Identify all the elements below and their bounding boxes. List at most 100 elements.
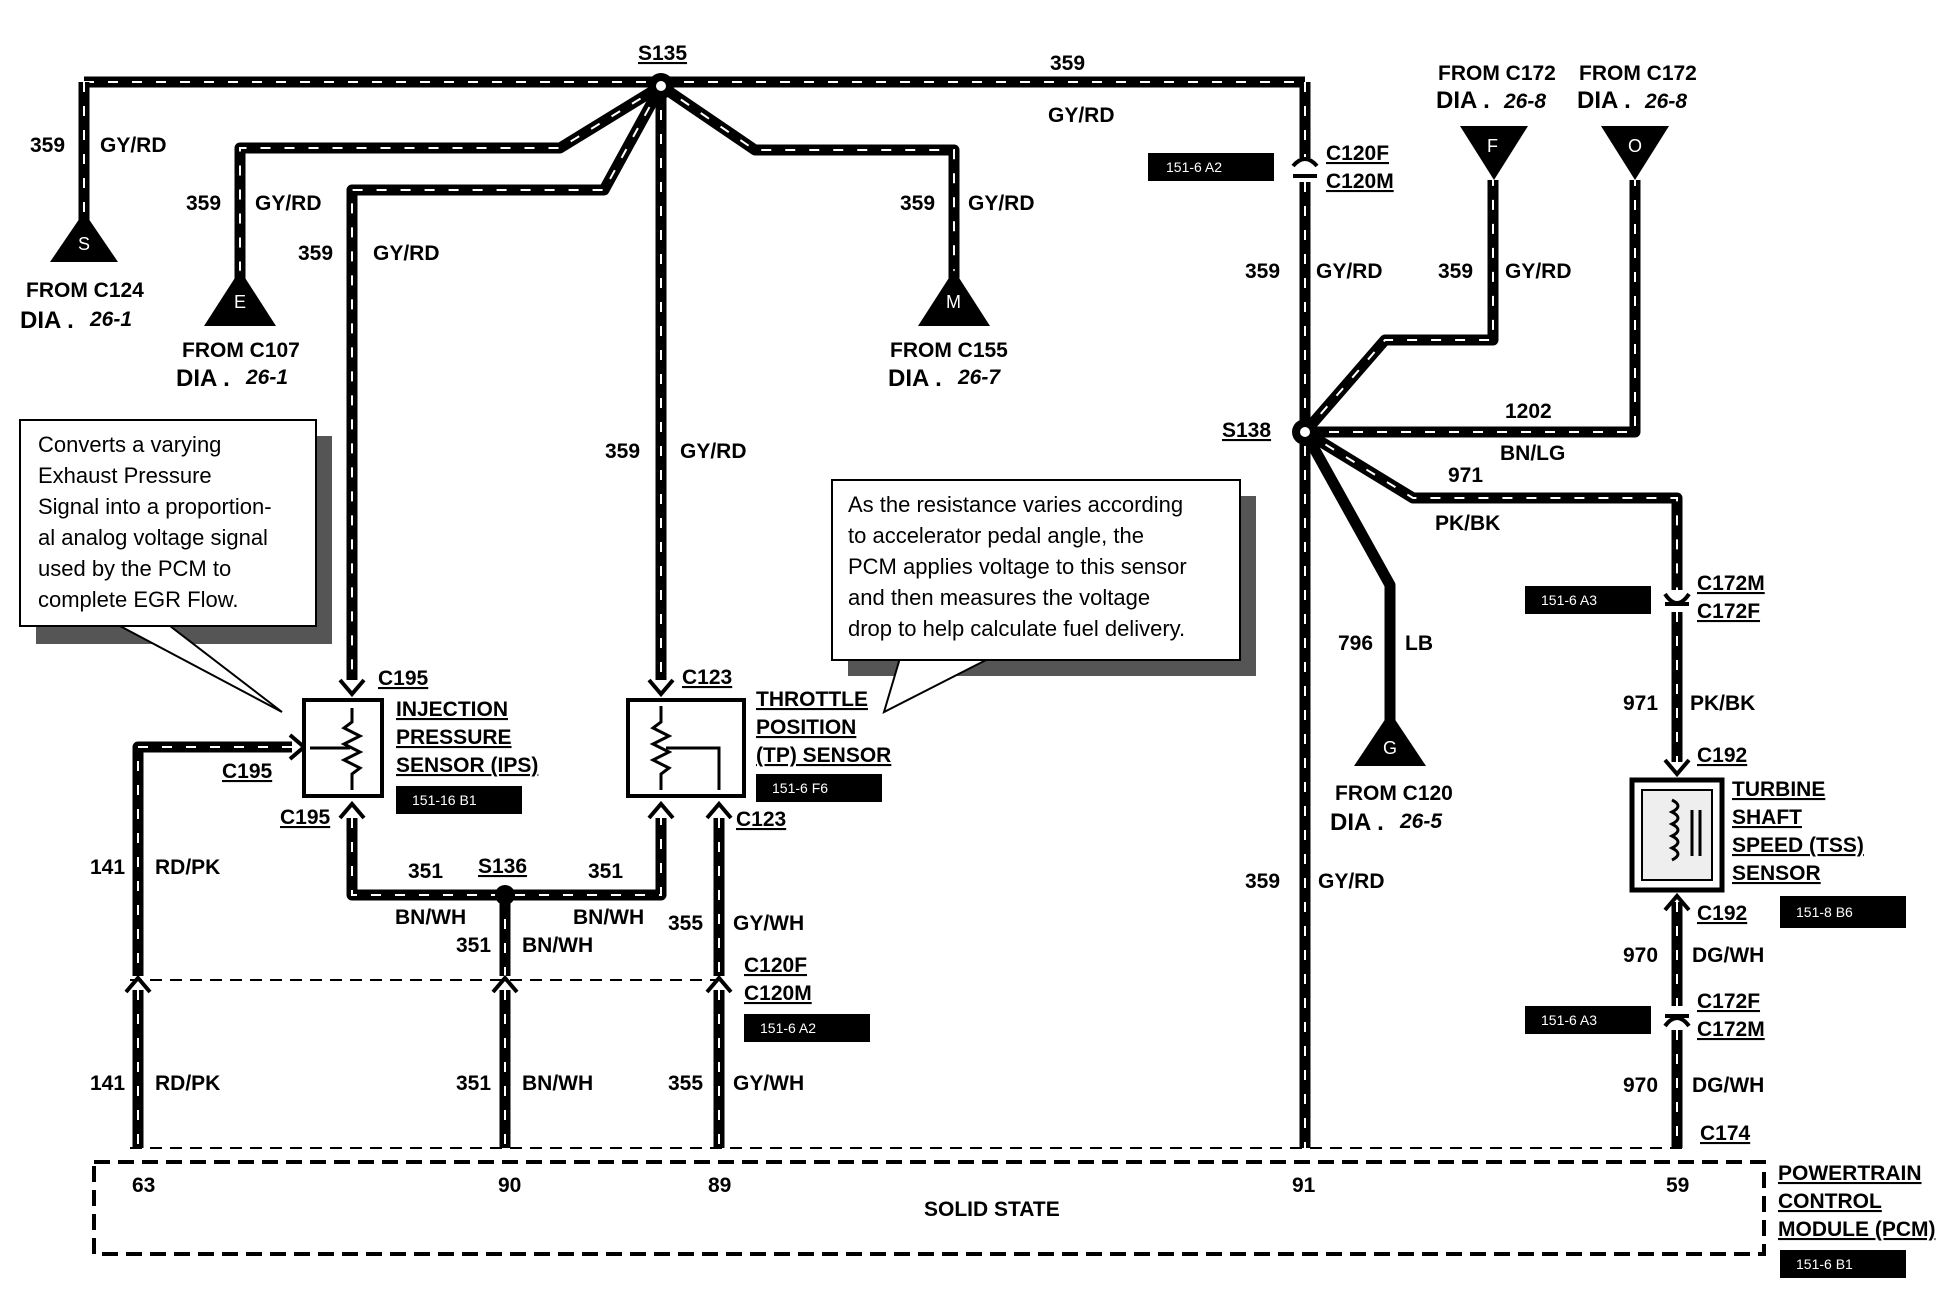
ref-box-pcm	[1780, 1250, 1906, 1278]
callout-egr-line2: Exhaust Pressure	[38, 463, 212, 488]
source-g-from: FROM C120	[1335, 782, 1453, 805]
connector-c174: C174	[1700, 1122, 1751, 1145]
tp-potentiometer-icon	[649, 706, 721, 790]
label-141-lower-color: RD/PK	[155, 1072, 220, 1095]
ips-name-line3: SENSOR (IPS)	[396, 754, 538, 777]
connector-c123-top-mark	[647, 678, 675, 698]
callout-tp-pointer	[882, 657, 991, 714]
callout-tp-line3: PCM applies voltage to this sensor	[848, 554, 1187, 579]
connector-c123-top: C123	[682, 666, 732, 689]
ref-a2-bottom: 151-6 A2	[760, 1020, 816, 1036]
label-796-color: LB	[1405, 632, 1433, 655]
connector-c195-bottom-mark	[338, 800, 366, 820]
ref-box-a2-bottom	[744, 1014, 870, 1042]
source-g: G FROM C120 DIA . 26-5	[1330, 712, 1453, 836]
splices: S135 S138 S136	[478, 42, 1318, 905]
label-359-right-num: 359	[1245, 260, 1280, 283]
callout-tp-line2: to accelerator pedal angle, the	[848, 523, 1144, 548]
label-359-tp-num: 359	[605, 440, 640, 463]
connector-c172m-upper: C172M	[1697, 572, 1765, 595]
label-351-left-color: BN/WH	[395, 906, 466, 929]
connector-c192-top: C192	[1697, 744, 1747, 767]
source-e-from: FROM C107	[182, 339, 300, 362]
tp-name-line1: THROTTLE	[756, 688, 868, 711]
source-s-letter: S	[78, 234, 90, 254]
source-o-dia-num: 26-8	[1644, 90, 1687, 113]
label-359-ips-num: 359	[298, 242, 333, 265]
ips-name-line1: INJECTION	[396, 698, 508, 721]
connector-c195-bottom: C195	[280, 806, 331, 829]
label-141-upper-color: RD/PK	[155, 856, 220, 879]
ref-box-tp	[756, 774, 882, 802]
source-f-triangle	[1460, 126, 1528, 180]
label-971-lower-color: PK/BK	[1690, 692, 1755, 715]
connector-c172m-lower: C172M	[1697, 1018, 1765, 1041]
callout-egr-line6: complete EGR Flow.	[38, 587, 239, 612]
source-m: M FROM C155 DIA . 26-7	[888, 270, 1008, 392]
ref-a2-top: 151-6 A2	[1166, 159, 1222, 175]
label-971-lower-num: 971	[1623, 692, 1658, 715]
connector-c195-top: C195	[378, 667, 429, 690]
label-351-left-num: 351	[408, 860, 443, 883]
connector-c172f-upper: C172F	[1697, 600, 1760, 623]
source-o: O FROM C172 DIA . 26-8	[1577, 62, 1697, 180]
source-o-triangle	[1601, 126, 1669, 180]
source-f-letter: F	[1487, 136, 1498, 156]
label-1202-color: BN/LG	[1500, 442, 1565, 465]
pcm-pin-89: 89	[708, 1174, 731, 1197]
label-359-m-num: 359	[900, 192, 935, 215]
source-s-triangle	[50, 212, 118, 262]
source-m-dia: DIA .	[888, 365, 942, 392]
label-359-lower-num: 359	[1245, 870, 1280, 893]
callout-tp-line4: and then measures the voltage	[848, 585, 1150, 610]
splice-s136-dot	[495, 885, 515, 905]
ref-box-a2-top	[1148, 153, 1274, 181]
label-355-lower-num: 355	[668, 1072, 703, 1095]
label-141-lower-num: 141	[90, 1072, 125, 1095]
label-359-lower-color: GY/RD	[1318, 870, 1385, 893]
connector-c195-left-mark	[288, 733, 308, 761]
connector-c120-351-mark	[491, 974, 519, 994]
ref-box-a3-upper	[1525, 586, 1651, 614]
source-e-dia-num: 26-1	[245, 366, 288, 389]
label-359-f-num: 359	[1438, 260, 1473, 283]
wire-1202	[1305, 180, 1641, 438]
label-970-upper-num: 970	[1623, 944, 1658, 967]
connector-c195-top-mark	[338, 678, 366, 698]
connector-c123-bottom: C123	[736, 808, 786, 831]
ref-a3-upper: 151-6 A3	[1541, 592, 1597, 608]
source-s-dia-num: 26-1	[89, 308, 132, 331]
callout-egr-line3: Signal into a proportion-	[38, 494, 272, 519]
source-e: E FROM C107 DIA . 26-1	[176, 270, 300, 392]
ips-sensor-box	[302, 698, 384, 798]
source-s: S FROM C124 DIA . 26-1	[20, 212, 144, 334]
label-359-ips-color: GY/RD	[373, 242, 440, 265]
label-971-color: PK/BK	[1435, 512, 1500, 535]
tp-name-line2: POSITION	[756, 716, 856, 739]
splice-s135-label: S135	[638, 42, 687, 65]
connector-c120-top-mark	[1291, 157, 1319, 178]
label-355-lower-color: GY/WH	[733, 1072, 804, 1095]
connector-labels: C120F C120M C195 C195 C195 C123 C123 C12…	[222, 142, 1765, 1145]
connector-c192-bottom: C192	[1697, 902, 1747, 925]
pcm-pin-59: 59	[1666, 1174, 1689, 1197]
pcm-module: SOLID STATE 63 90 89 91 59 POWERTRAIN CO…	[92, 1160, 1935, 1256]
splice-s136-label: S136	[478, 855, 527, 878]
tss-name-line3: SPEED (TSS)	[1732, 834, 1864, 857]
source-g-letter: G	[1383, 738, 1397, 758]
connector-marks	[124, 157, 1691, 1028]
tss-name-line2: SHAFT	[1732, 806, 1802, 829]
ref-box-tss	[1780, 896, 1906, 928]
source-e-dia: DIA .	[176, 365, 230, 392]
source-o-from: FROM C172	[1579, 62, 1697, 85]
connector-c172-upper-mark	[1663, 592, 1691, 606]
connector-c192-top-mark	[1663, 758, 1691, 778]
label-351-right-num: 351	[588, 860, 623, 883]
ref-box-a3-lower	[1525, 1006, 1651, 1034]
source-m-letter: M	[946, 292, 961, 312]
callout-egr-box	[19, 419, 317, 627]
splice-s138-label: S138	[1222, 419, 1271, 442]
ref-tp: 151-6 F6	[772, 780, 828, 796]
label-359-top-num: 359	[1050, 52, 1085, 75]
source-o-letter: O	[1628, 136, 1642, 156]
